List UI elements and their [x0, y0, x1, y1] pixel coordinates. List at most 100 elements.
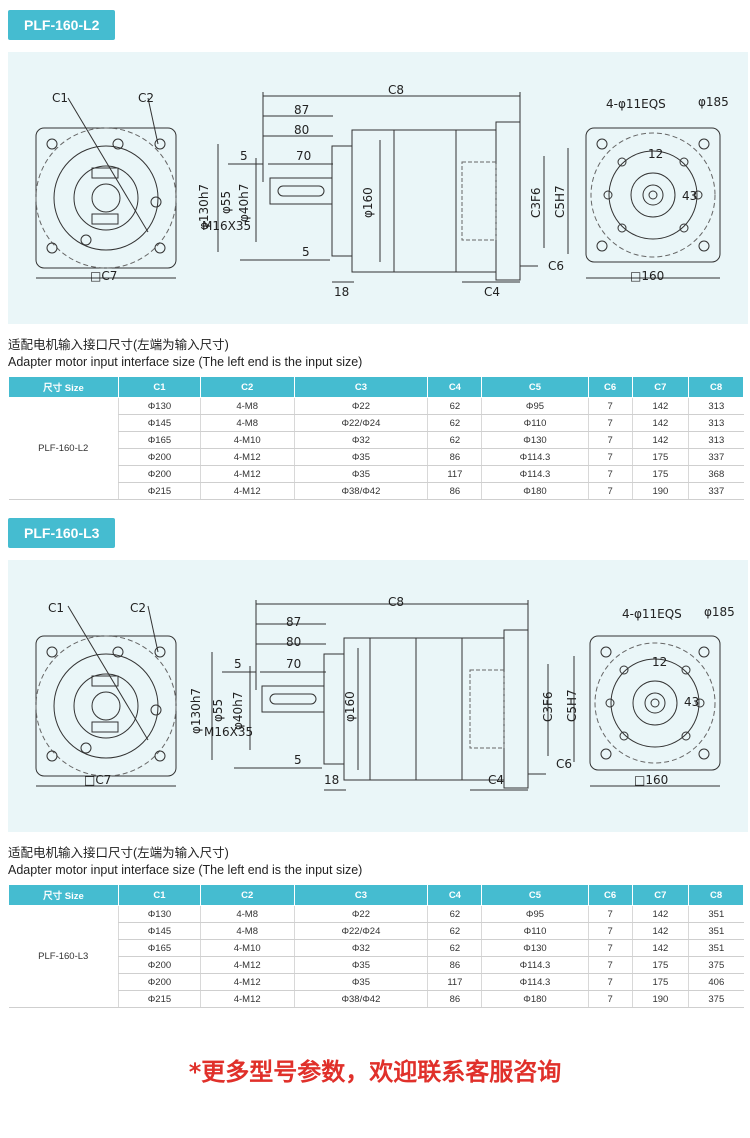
model-cell: PLF-160-L3: [8, 905, 119, 1008]
label-70: 70: [296, 149, 311, 163]
output-center: [648, 190, 658, 200]
corner-hole: [154, 750, 166, 762]
label-m16: M16X35: [204, 725, 253, 739]
table-cell: Φ180: [481, 482, 589, 500]
table-cell: Φ130: [481, 939, 589, 957]
header-c8: C8: [688, 376, 744, 398]
input-bore-inner: [91, 183, 121, 213]
footer-notice: *更多型号参数，欢迎联系客服咨询: [188, 1058, 562, 1086]
header-c7: C7: [631, 376, 690, 398]
table-cell: 142: [631, 939, 689, 957]
table-cell: 4-M12: [199, 482, 294, 500]
table-cell: 313: [688, 414, 744, 432]
table-cell: 86: [427, 482, 482, 500]
header-c1: C1: [118, 884, 201, 906]
keyway-bottom: [91, 213, 119, 225]
label-87: 87: [286, 615, 301, 629]
adapter-hidden: [469, 669, 505, 749]
output-flange-square: [589, 635, 721, 771]
table-cell: 86: [427, 990, 482, 1008]
table-cell: 62: [427, 397, 482, 415]
table-cell: 4-M12: [199, 465, 294, 483]
table-row: PLF-160-L3 Φ130 4-M8 Φ22 62 Φ95 7 142 35…: [8, 905, 744, 1008]
label-sq160: □160: [630, 269, 664, 283]
table-cell: 175: [631, 448, 689, 466]
mount-hole: [600, 748, 612, 760]
table-cell: Φ22: [293, 397, 428, 415]
corner-hole: [154, 242, 166, 254]
table-cell: Φ215: [118, 482, 201, 500]
input-bore-mid: [73, 673, 139, 739]
output-body-circle: [608, 150, 698, 240]
corner-hole: [46, 242, 58, 254]
shaft-key: [277, 185, 325, 197]
table-cell: 406: [688, 973, 744, 991]
body-hole: [679, 157, 689, 167]
table-cell: 175: [631, 465, 689, 483]
table-cell: 142: [631, 905, 689, 923]
header-c2: C2: [199, 884, 295, 906]
header-c6: C6: [587, 884, 633, 906]
table-row: Φ200 4-M12 Φ35 86 Φ114.3 7 175 337: [9, 448, 744, 466]
header-size: 尺寸 Size: [8, 884, 119, 906]
table-cell: 175: [631, 973, 689, 991]
table-cell: 86: [427, 448, 482, 466]
spec-table-l3: 尺寸 Size C1 C2 C3 C4 C5 C6 C7 C8 PLF-160-…: [8, 884, 744, 1008]
body-hole: [681, 731, 691, 741]
label-80: 80: [294, 123, 309, 137]
table-cell: 142: [631, 431, 689, 449]
table-cell: 375: [688, 990, 744, 1008]
table-cell: 7: [587, 482, 633, 500]
table-cell: 4-M12: [199, 990, 294, 1008]
label-87: 87: [294, 103, 309, 117]
technical-drawing-l3: C1 C2 □C7 C8 87 80 5 70 5 18 C4 C6 φ130h…: [8, 560, 748, 832]
label-phi185: φ185: [704, 605, 735, 619]
label-43: 43: [682, 189, 697, 203]
label-m16: M16X35: [202, 219, 251, 233]
label-80: 80: [286, 635, 301, 649]
body-hole: [681, 665, 691, 675]
table-cell: Φ130: [481, 431, 589, 449]
table-cell: 337: [688, 448, 744, 466]
table-cell: Φ22/Φ24: [293, 922, 428, 940]
label-c3: C3F6: [529, 187, 543, 218]
label-phi130: φ130h7: [197, 184, 211, 230]
header-c1: C1: [118, 376, 201, 398]
table-cell: 175: [631, 956, 689, 974]
body-hole: [693, 190, 703, 200]
corner-hole: [46, 750, 58, 762]
table-cell: 142: [631, 397, 689, 415]
label-holes: 4-φ11EQS: [606, 97, 666, 111]
table-cell: Φ215: [118, 990, 201, 1008]
body-hole: [695, 698, 705, 708]
bolt-circle: [35, 635, 177, 777]
keyway-top: [91, 167, 119, 179]
table-cell: Φ200: [118, 956, 201, 974]
table-cell: Φ35: [293, 973, 428, 991]
label-43: 43: [684, 695, 699, 709]
table-cell: 337: [688, 482, 744, 500]
table-cell: 7: [587, 465, 633, 483]
caption-l3: 适配电机输入接口尺寸(左端为输入尺寸) Adapter motor input …: [8, 845, 362, 879]
table-cell: 7: [587, 922, 633, 940]
table-cell: Φ35: [293, 956, 428, 974]
table-cell: Φ35: [293, 448, 428, 466]
label-phi55: φ55: [211, 699, 225, 722]
label-c6: C6: [556, 757, 572, 771]
output-flange-square: [585, 127, 721, 263]
caption-en: Adapter motor input interface size (The …: [8, 863, 363, 877]
table-header-row: 尺寸 Size C1 C2 C3 C4 C5 C6 C7 C8: [8, 884, 744, 906]
table-header-row: 尺寸 Size C1 C2 C3 C4 C5 C6 C7 C8: [8, 376, 744, 398]
label-18: 18: [324, 773, 339, 787]
table-cell: 86: [427, 956, 482, 974]
table-cell: 117: [427, 973, 482, 991]
output-flange: [331, 145, 353, 257]
table-cell: 7: [587, 448, 633, 466]
model-cell: PLF-160-L2: [8, 397, 119, 500]
input-bore-outer: [53, 653, 159, 759]
table-cell: 7: [587, 414, 633, 432]
table-cell: Φ22: [293, 905, 428, 923]
table-cell: 62: [427, 414, 482, 432]
mount-hole: [596, 138, 608, 150]
table-cell: 142: [631, 414, 689, 432]
